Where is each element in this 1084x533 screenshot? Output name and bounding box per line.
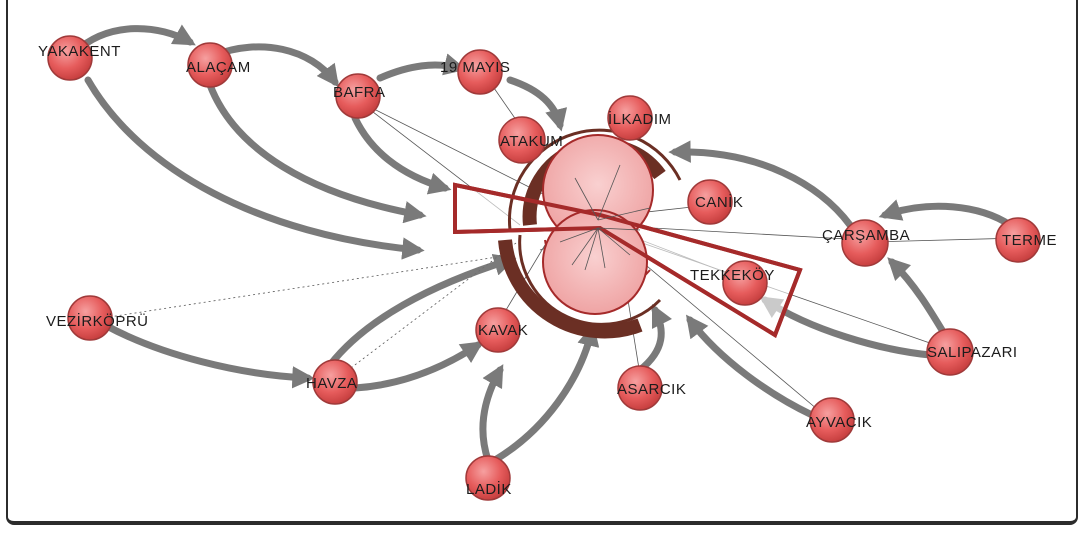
arrow-salipazari-carsamba: [887, 257, 949, 339]
node-carsamba: [841, 219, 889, 267]
arrow-carsamba-ilkadim: [668, 140, 854, 229]
node-bafra: [335, 73, 381, 119]
center-circle-lower: [542, 209, 648, 315]
arrow-terme-carsamba: [878, 199, 1014, 229]
arrow-ladik-center: [491, 323, 600, 464]
arrow-bafra-center: [351, 114, 452, 195]
label-tekkekoy: TEKKEKÖY: [690, 266, 775, 284]
node-ayvacik: [809, 397, 855, 443]
arrow-19mayis-atakum: [506, 76, 568, 132]
arrow-asarcik-center: [636, 303, 673, 374]
arrow-ladik-kavak: [479, 364, 504, 464]
label-alacam: ALAÇAM: [186, 59, 251, 76]
label-vezirkopru: VEZİRKÖPRÜ: [46, 312, 149, 330]
arrow-salipazari-tekkekoy: [759, 296, 934, 359]
arrow-vezirkopru-havza: [101, 321, 315, 389]
node-ilkadim: [607, 95, 653, 141]
node-19mayis: [457, 49, 503, 95]
label-asarcik: ASARCIK: [617, 381, 686, 398]
arrow-alacam-bafra: [211, 43, 339, 88]
node-havza: [312, 359, 358, 405]
arrow-havza-kavak: [351, 341, 484, 392]
district-labels: YAKAKENT ALAÇAM BAFRA 19 MAYIS ATAKUM İL…: [38, 43, 1057, 498]
label-atakum: ATAKUM: [500, 133, 563, 150]
node-alacam: [187, 42, 233, 88]
center-radial-lines: [559, 164, 651, 271]
node-vezirkopru: [67, 295, 113, 341]
arrow-bafra-19mayis: [376, 53, 467, 82]
label-yakakent: YAKAKENT: [38, 43, 121, 60]
arrow-havza-center: [326, 253, 517, 369]
node-yakakent: [47, 35, 93, 81]
flow-arrows: [71, 24, 1014, 464]
label-bafra: BAFRA: [333, 84, 386, 101]
arrow-yakakent-alacam: [71, 24, 196, 56]
arrow-ayvacik-center: [685, 314, 816, 419]
label-kavak: KAVAK: [478, 322, 528, 339]
label-ilkadim: İLKADIM: [608, 110, 672, 128]
node-terme: [995, 217, 1041, 263]
arrow-yakakent-center: [84, 76, 425, 260]
label-carsamba: ÇARŞAMBA: [822, 227, 910, 244]
label-terme: TERME: [1002, 232, 1057, 249]
node-salipazari: [926, 328, 974, 376]
label-ladik: LADİK: [466, 480, 512, 498]
node-tekkekoy: [722, 260, 768, 306]
node-kavak: [475, 307, 521, 353]
district-nodes: [47, 35, 1041, 501]
arrow-alacam-center: [206, 81, 427, 224]
label-19mayis: 19 MAYIS: [440, 59, 510, 76]
node-canik: [687, 179, 733, 225]
label-ayvacik: AYVACIK: [806, 414, 872, 431]
label-havza: HAVZA: [306, 375, 357, 392]
node-ladik: [465, 455, 511, 501]
node-asarcik: [617, 365, 663, 411]
label-salipazari: SALIPAZARI: [927, 344, 1018, 361]
node-atakum: [498, 116, 546, 164]
label-canik: CANİK: [695, 193, 743, 211]
